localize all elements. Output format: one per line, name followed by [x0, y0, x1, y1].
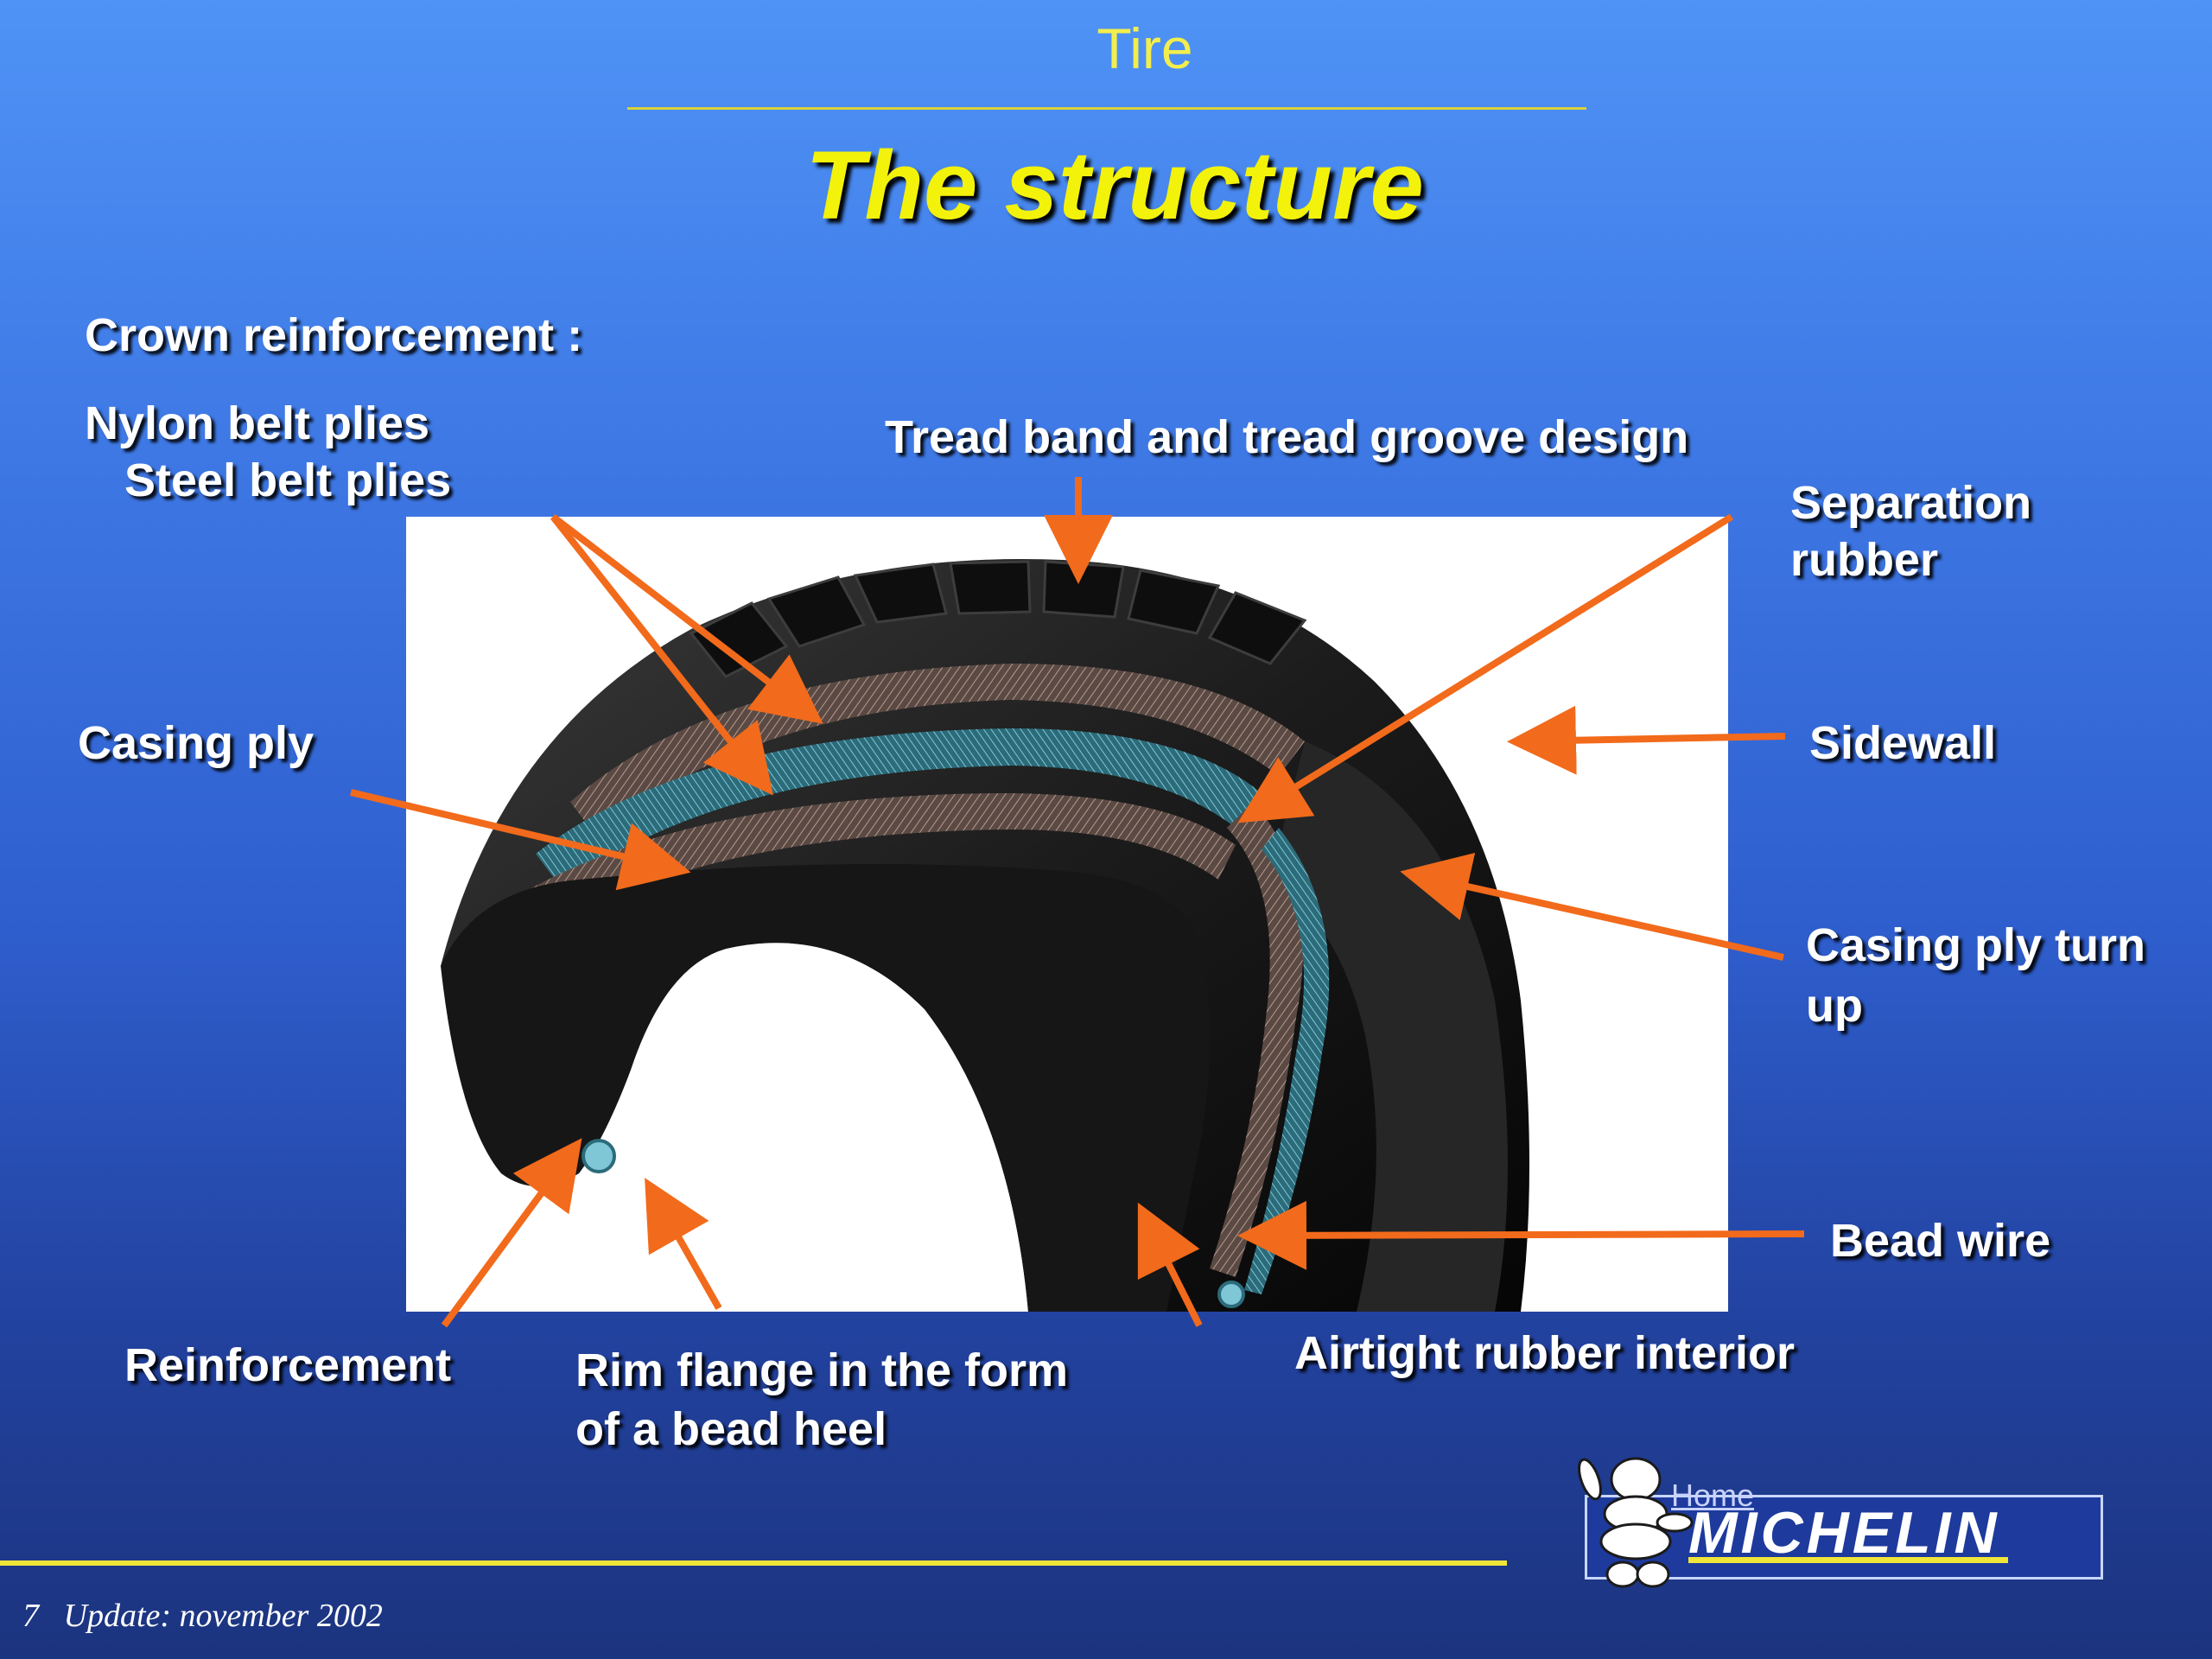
label-bead-wire: Bead wire: [1830, 1215, 2051, 1267]
home-link[interactable]: Home: [1671, 1478, 1755, 1513]
label-rim-flange-line2: of a bead heel: [575, 1403, 887, 1455]
label-separation-rubber-line1: Separation: [1790, 477, 2032, 529]
update-date: Update: november 2002: [63, 1598, 383, 1634]
label-steel-belt-plies: Steel belt plies: [124, 454, 452, 506]
michelin-logo-box[interactable]: [1585, 1495, 2103, 1580]
label-nylon-belt-plies: Nylon belt plies: [85, 397, 430, 449]
section-title: Tire: [1096, 16, 1193, 80]
title-divider: [627, 107, 1586, 110]
label-airtight-interior: Airtight rubber interior: [1294, 1327, 1795, 1379]
footer-rule: [0, 1560, 1507, 1566]
footer-text: 7 Update: november 2002: [22, 1597, 383, 1635]
label-sidewall: Sidewall: [1809, 717, 1997, 769]
label-reinforcement: Reinforcement: [124, 1339, 452, 1391]
label-casing-ply-turnup-line1: Casing ply turn: [1806, 919, 2146, 971]
bibendum-icon: [1578, 1457, 1694, 1588]
slide-title: The structure: [805, 131, 1424, 239]
label-tread-band: Tread band and tread groove design: [885, 411, 1689, 463]
tire-cutaway-image: [406, 517, 1728, 1312]
label-casing-ply: Casing ply: [78, 717, 315, 769]
label-separation-rubber-line2: rubber: [1790, 534, 1939, 586]
page-number: 7: [22, 1598, 39, 1634]
label-casing-ply-turnup-line2: up: [1806, 980, 1863, 1032]
label-rim-flange-line1: Rim flange in the form: [575, 1344, 1069, 1396]
tire-illustration: [441, 559, 1529, 1312]
michelin-logo[interactable]: MICHELIN: [1688, 1500, 2000, 1566]
michelin-underline: [1688, 1557, 2008, 1563]
label-crown-reinforcement: Crown reinforcement :: [85, 309, 583, 361]
